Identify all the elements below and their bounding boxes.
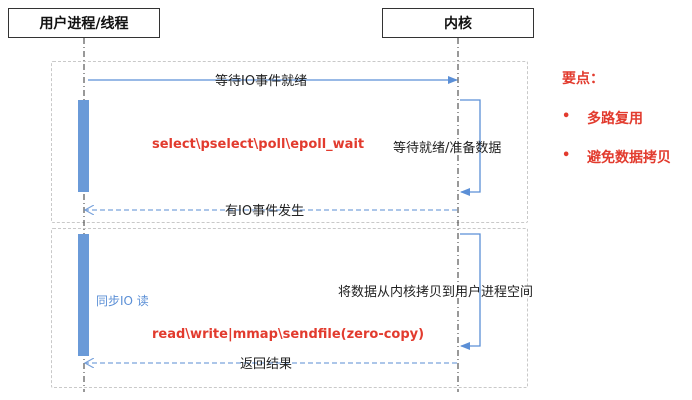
note-kernel-copy: 将数据从内核拷贝到用户进程空间 — [338, 285, 534, 300]
message-wait-io-ready: 等待IO事件就绪 — [215, 74, 308, 89]
call-select-poll: select\pselect\poll\epoll_wait — [152, 137, 365, 152]
activation-bar-wait — [78, 100, 89, 192]
message-io-event-occurred: 有IO事件发生 — [225, 204, 305, 219]
key-point-avoid-copy: 避免数据拷贝 — [587, 150, 671, 166]
phase-wait-group — [51, 61, 528, 223]
participant-kernel-label: 内核 — [444, 16, 472, 32]
arrow-kernel-self-copy — [460, 233, 481, 350]
activation-bar-read — [78, 234, 89, 356]
call-read-write-mmap: read\write|mmap\sendfile(zero-copy) — [152, 327, 425, 342]
arrow-kernel-self-wait — [460, 99, 481, 196]
participant-user-process: 用户进程/线程 — [8, 8, 160, 38]
message-return-result: 返回结果 — [240, 357, 293, 372]
key-point-bullet: • — [562, 148, 571, 163]
key-point-multiplexing: 多路复用 — [587, 111, 643, 127]
key-points-title: 要点： — [562, 71, 604, 87]
participant-user-label: 用户进程/线程 — [39, 16, 129, 32]
key-point-bullet: • — [562, 109, 571, 124]
participant-kernel: 内核 — [382, 8, 534, 38]
note-kernel-wait: 等待就绪/准备数据 — [393, 141, 502, 156]
note-sync-io-read: 同步IO 读 — [96, 294, 149, 308]
phase-copy-group — [51, 228, 528, 388]
